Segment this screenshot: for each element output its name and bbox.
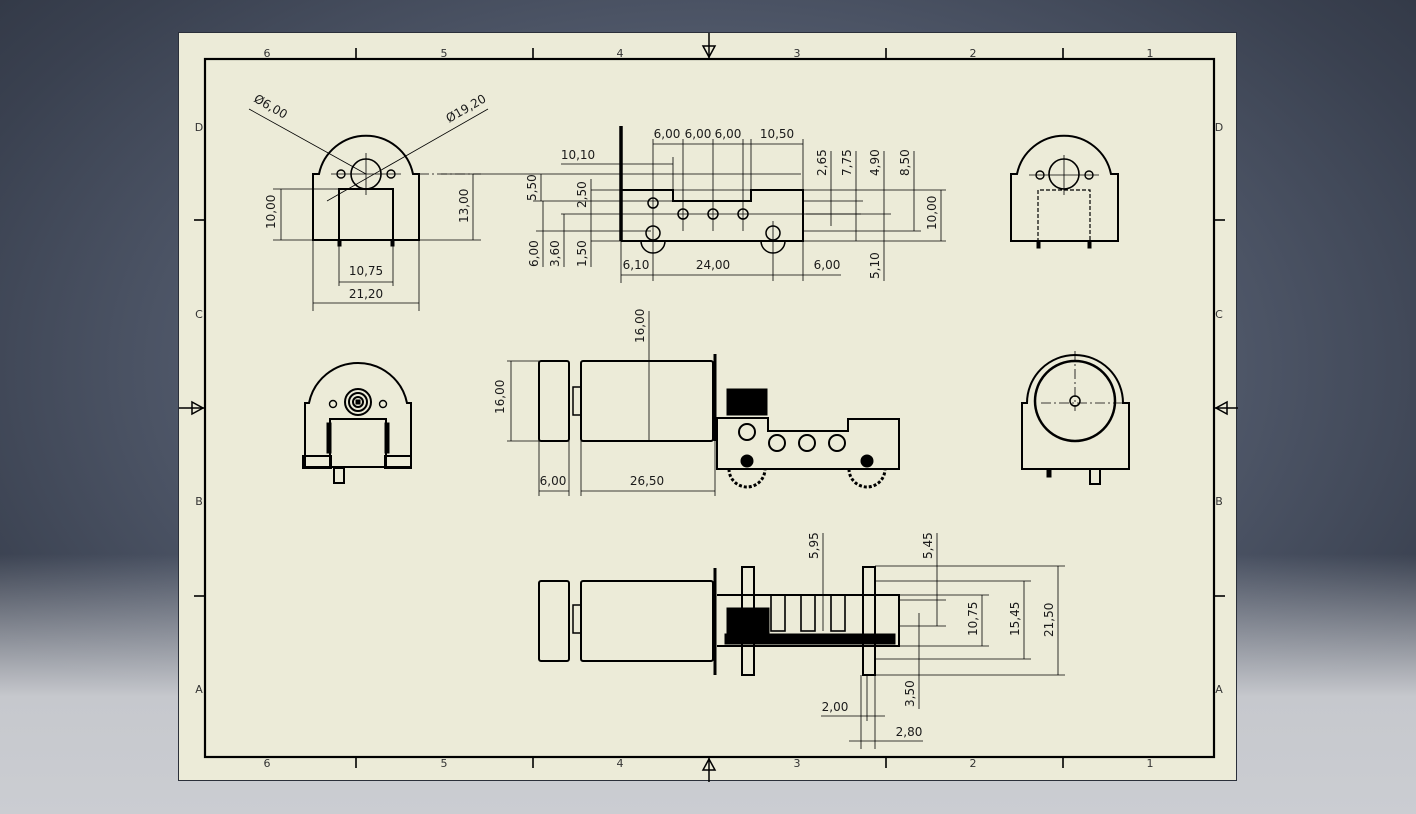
svg-text:2: 2 [970,757,977,770]
svg-text:5: 5 [441,47,448,60]
dim-2-80: 2,80 [896,725,923,739]
svg-text:4: 4 [617,757,624,770]
svg-text:A: A [1215,683,1223,696]
zone-labels-top: 6 5 4 3 2 1 [264,47,1154,60]
dim-5-45: 5,45 [921,532,935,559]
dim-5-95: 5,95 [807,532,821,559]
svg-text:4: 4 [617,47,624,60]
dim-1-50: 1,50 [575,240,589,267]
svg-text:5: 5 [441,757,448,770]
svg-text:6: 6 [264,47,271,60]
dim-6-00-v: 6,00 [527,240,541,267]
svg-text:A: A [195,683,203,696]
zone-ticks [194,48,1225,768]
zone-labels-left: D C B A [195,121,203,696]
dim-6-10: 6,10 [623,258,650,272]
svg-text:3: 3 [794,757,801,770]
dim-21-50: 21,50 [1042,603,1056,637]
bottom-assembly-view [538,533,1065,749]
drawing-frame [203,57,1216,759]
svg-text:2: 2 [970,47,977,60]
dim-4-90: 4,90 [868,149,882,176]
svg-text:D: D [1215,121,1223,134]
dim-6-00-b: 6,00 [685,127,712,141]
svg-text:6: 6 [264,757,271,770]
technical-drawing: 6 5 4 3 2 1 6 5 4 3 2 1 D C B A D C B A [179,33,1238,782]
dim-width-21-20: 21,20 [349,287,383,301]
dim-dia-19-20: Ø19,20 [444,92,489,126]
front-view-dimensioned [248,108,489,311]
dim-5-50: 5,50 [525,174,539,201]
dim-6-00-r: 6,00 [814,258,841,272]
dim-16-00-top: 16,00 [633,309,647,343]
svg-text:1: 1 [1147,47,1154,60]
svg-text:3: 3 [794,47,801,60]
dim-2-00: 2,00 [822,700,849,714]
svg-text:1: 1 [1147,757,1154,770]
svg-text:B: B [195,495,203,508]
side-motor-view [507,311,900,496]
dim-26-50: 26,50 [630,474,664,488]
dim-24-00: 24,00 [696,258,730,272]
plate-view [441,126,946,283]
dim-2-50: 2,50 [575,181,589,208]
dim-height-13: 13,00 [457,189,471,223]
dim-3-50: 3,50 [903,680,917,707]
dim-6-00: 6,00 [540,474,567,488]
svg-text:C: C [195,308,203,321]
zone-labels-right: D C B A [1215,121,1223,696]
drawing-sheet: 6 5 4 3 2 1 6 5 4 3 2 1 D C B A D C B A [178,32,1238,782]
dim-2-65: 2,65 [815,149,829,176]
dim-15-45: 15,45 [1008,602,1022,636]
dim-8-50: 8,50 [898,149,912,176]
svg-text:B: B [1215,495,1223,508]
dim-10-00: 10,00 [925,196,939,230]
zone-labels-bottom: 6 5 4 3 2 1 [264,757,1154,770]
dim-16-00-left: 16,00 [493,380,507,414]
dim-3-60: 3,60 [548,240,562,267]
end-view [1021,351,1130,485]
dim-dia-6: Ø6,00 [252,91,290,121]
svg-text:C: C [1215,308,1223,321]
dim-6-00-a: 6,00 [654,127,681,141]
dim-6-00-c: 6,00 [715,127,742,141]
dim-10-10: 10,10 [561,148,595,162]
svg-text:D: D [195,121,203,134]
back-view [302,361,412,484]
dim-7-75: 7,75 [840,149,854,176]
dim-10-50: 10,50 [760,127,794,141]
dim-10-75: 10,75 [966,602,980,636]
dim-5-10: 5,10 [868,252,882,279]
dim-width-10-75: 10,75 [349,264,383,278]
centering-marks [179,33,1238,782]
dim-height-10: 10,00 [264,195,278,229]
right-top-view [1010,134,1119,249]
